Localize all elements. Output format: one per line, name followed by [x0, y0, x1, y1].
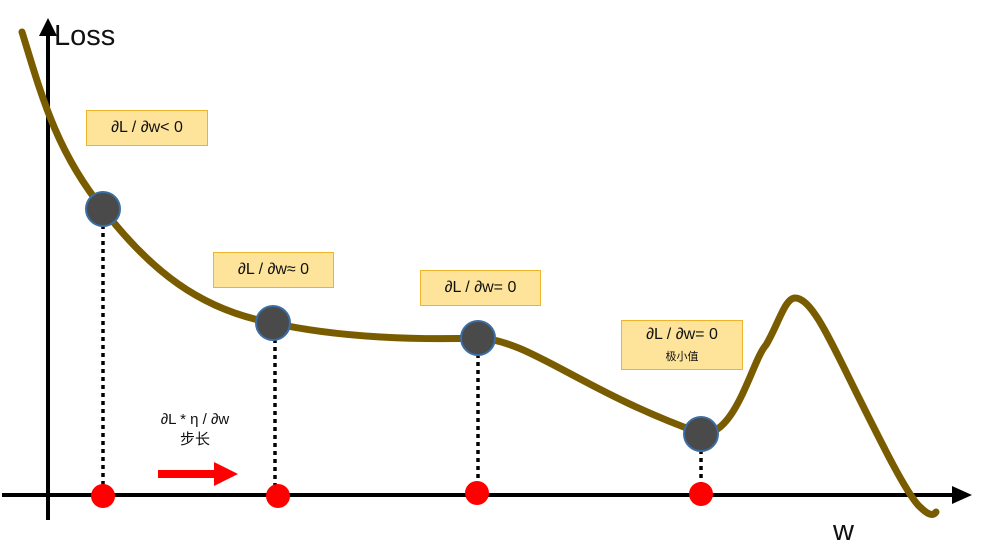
annotation-box: ∂L / ∂w= 0 — [420, 270, 541, 306]
axis-marker — [266, 484, 290, 508]
x-axis-arrowhead — [952, 486, 972, 504]
curve-point — [85, 191, 121, 227]
annotation-text: ∂L / ∂w= 0 — [646, 326, 718, 343]
step-arrow-head — [214, 462, 238, 486]
curve-point — [460, 320, 496, 356]
step-annotation: ∂L * η / ∂w 步长 — [140, 410, 250, 450]
axis-marker — [689, 482, 713, 506]
loss-curve — [18, 28, 940, 518]
axis-marker — [465, 481, 489, 505]
step-label: 步长 — [179, 431, 210, 448]
x-axis-label: w — [833, 515, 854, 547]
y-axis-label: Loss — [54, 20, 116, 52]
axis-marker — [91, 484, 115, 508]
annotation-text: ∂L / ∂w≈ 0 — [237, 261, 310, 278]
curve-point — [683, 416, 719, 452]
y-axis-arrowhead — [39, 18, 57, 36]
annotation-text: ∂L / ∂w< 0 — [111, 119, 183, 136]
annotation-box: ∂L / ∂w< 0 — [86, 110, 208, 146]
annotation-subtext: 极小值 — [665, 351, 699, 363]
curve-point — [255, 305, 291, 341]
annotation-text: ∂L / ∂w= 0 — [444, 279, 517, 296]
annotation-box-minimum: ∂L / ∂w= 0 极小值 — [621, 320, 743, 370]
step-formula: ∂L * η / ∂w — [160, 411, 230, 428]
annotation-box: ∂L / ∂w≈ 0 — [213, 252, 334, 288]
